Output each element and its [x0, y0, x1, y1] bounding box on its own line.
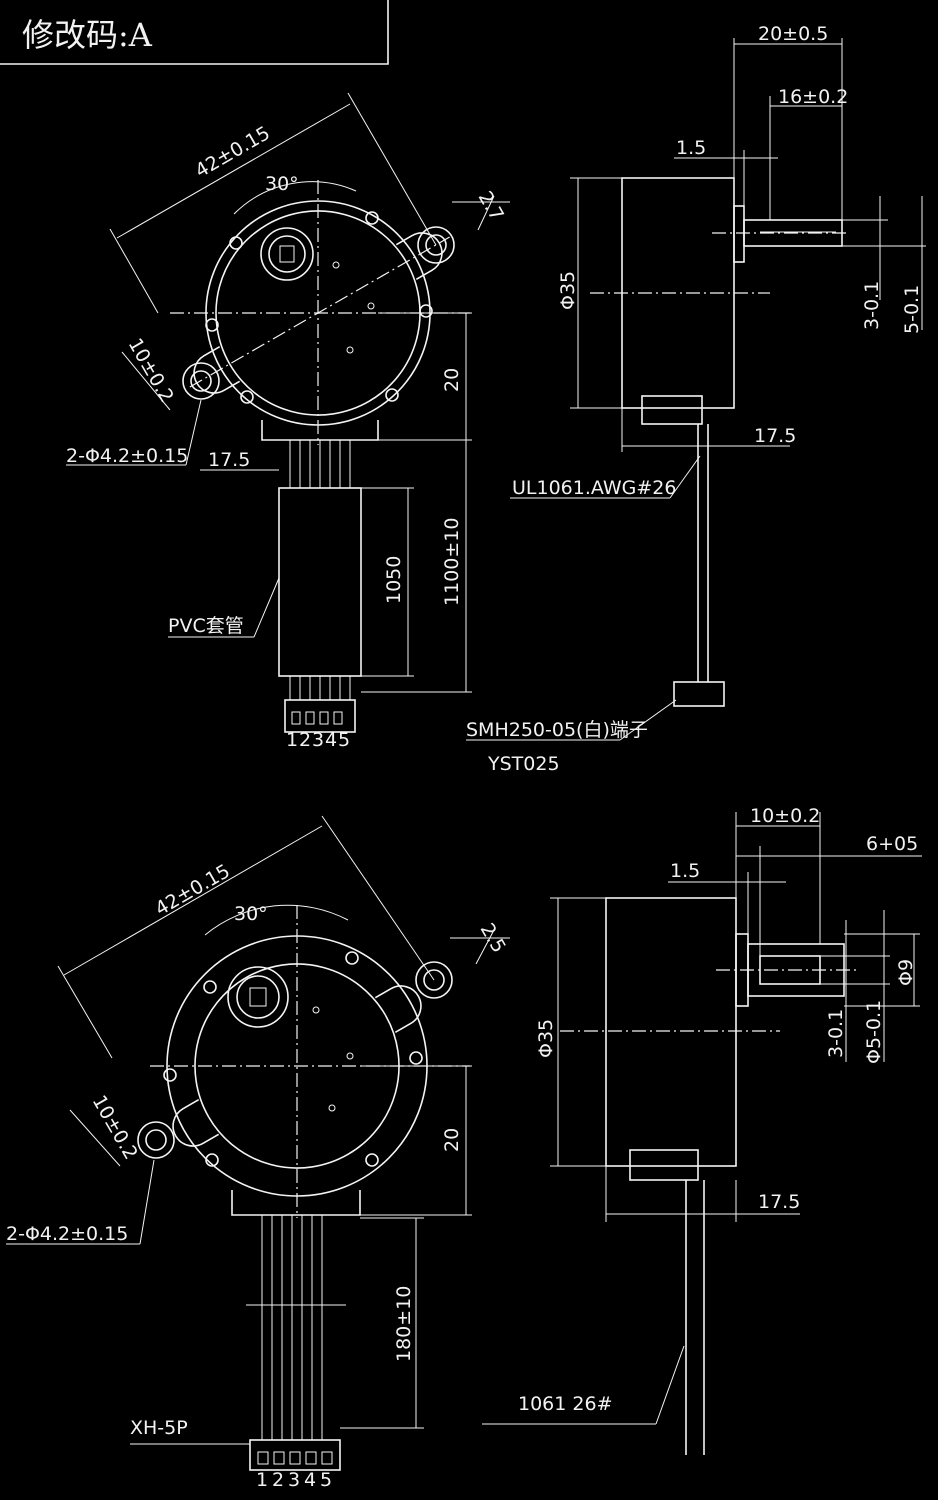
view-a-connector-line1: SMH250-05(白)端子	[466, 719, 648, 741]
view-b-flat-length: 6+05	[866, 833, 918, 855]
view-a-pin-3: 3	[312, 729, 324, 751]
dim-angle-a: 30°	[233, 173, 357, 215]
dim-sleeve-a: 1050	[361, 487, 414, 677]
view-b-center-dim: 20	[441, 1128, 463, 1152]
view-a-sleeve-label: PVC套管	[168, 615, 244, 637]
dim-diameters-b: Φ9 3-0.1 Φ5-0.1	[820, 910, 920, 1064]
dim-overall-a: 20±0.5	[733, 23, 843, 220]
view-b-ear-width: 10±0.2	[88, 1092, 142, 1164]
dim-wire-offset-b: 17.5	[605, 1166, 800, 1222]
wire-spec-label-b: 1061 26#	[482, 1345, 685, 1425]
view-a-wire-offset: 17.5	[754, 425, 796, 447]
view-a-pin-4: 4	[325, 729, 337, 751]
view-b-pin-3: 3	[288, 1469, 300, 1491]
dim-width-a: 42±0.15	[109, 92, 437, 314]
dim-wire-exit-a: 17.5	[200, 449, 279, 471]
dim-flat-length-b: 6+05	[736, 833, 922, 956]
dim-width-b: 42±0.15	[57, 815, 435, 1059]
view-a-body-diameter: Φ35	[557, 271, 579, 310]
view-a-pin-2: 2	[299, 729, 311, 751]
view-a-wire-exit: 17.5	[208, 449, 250, 471]
view-b-pin-5: 5	[320, 1469, 332, 1491]
view-a-overall: 20±0.5	[758, 23, 828, 45]
dim-holes-b: 2-Φ4.2±0.15	[6, 1159, 155, 1245]
view-b-boss-diameter: Φ9	[895, 959, 917, 986]
view-b-side: 10±0.2 6+05 1.5 Φ35 Φ9 3-0.1	[482, 805, 922, 1455]
view-a-ear-width: 10±0.2	[124, 335, 178, 407]
view-a-sleeve-length: 1050	[383, 556, 405, 604]
motor-front-outline-a	[170, 180, 470, 445]
motor-side-outline-b	[560, 897, 858, 1455]
view-b-flange: 1.5	[670, 860, 700, 882]
connector-label-b: XH-5P	[130, 1417, 250, 1445]
dim-body-a: Φ35	[557, 177, 622, 409]
pin-numbers-a: 1 2 3 4 5	[286, 729, 350, 751]
lead-wires-a	[278, 440, 362, 733]
dim-wire-offset-a: 17.5	[621, 408, 796, 452]
dim-lead-a: 1100±10	[361, 440, 472, 693]
view-b-holes: 2-Φ4.2±0.15	[6, 1223, 128, 1245]
view-b-flat: 3-0.1	[825, 1009, 847, 1058]
view-b-front: 42±0.15 30° 2.5 10±0.2 2-Φ4.2±0.15 20	[6, 815, 510, 1491]
view-b-pin-4: 4	[304, 1469, 316, 1491]
view-b-pin-1: 1	[256, 1469, 268, 1491]
connector-label-a: SMH250-05(白)端子 YST025	[466, 699, 677, 775]
view-a-width-dim: 42±0.15	[192, 122, 274, 182]
motor-front-outline-b	[137, 905, 470, 1218]
dim-center-b: 20	[360, 1065, 472, 1216]
pin-numbers-b: 1 2 3 4 5	[256, 1469, 332, 1491]
view-a-shaft-diameter: 5-0.1	[901, 285, 923, 334]
view-a-flat: 3-0.1	[861, 281, 883, 330]
title-block: 修改码:A	[0, 0, 389, 65]
dim-lead-b: 180±10	[340, 1217, 424, 1429]
view-a-ear-height: 2.7	[474, 188, 508, 225]
view-a-flange: 1.5	[676, 137, 706, 159]
title-block-label: 修改码:A	[22, 16, 153, 54]
dim-shaft-b: 10±0.2	[735, 805, 821, 944]
view-a-pin-1: 1	[286, 729, 298, 751]
view-b-width-dim: 42±0.15	[152, 860, 234, 920]
lead-wires-b	[246, 1215, 346, 1471]
sleeve-label-a: PVC套管	[168, 577, 280, 638]
dim-flat-a: 3-0.1 5-0.1	[842, 196, 926, 334]
view-a-front: 42±0.15 30° 2.7 10±0.2 2-Φ4.2±0.15 17.5 …	[66, 92, 510, 751]
wire-spec-label-a: UL1061.AWG#26	[510, 455, 701, 499]
dim-angle-b: 30°	[204, 903, 349, 936]
dim-shaft-a: 16±0.2	[769, 86, 848, 220]
view-a-pin-5: 5	[338, 729, 350, 751]
view-b-lead-length: 180±10	[393, 1286, 415, 1362]
view-a-connector-line2: YST025	[487, 753, 560, 775]
dim-center-a: 20	[378, 312, 472, 441]
view-a-wire-spec: UL1061.AWG#26	[512, 477, 676, 499]
view-a-side: 20±0.5 16±0.2 1.5 Φ35 3-0.1 5-0.1	[466, 23, 926, 775]
view-a-holes: 2-Φ4.2±0.15	[66, 445, 188, 467]
view-b-wire-spec: 1061 26#	[518, 1393, 613, 1415]
view-b-shaft-diameter: Φ5-0.1	[863, 1000, 885, 1064]
view-b-wire-offset: 17.5	[758, 1191, 800, 1213]
view-b-body-diameter: Φ35	[535, 1019, 557, 1058]
view-b-angle: 30°	[234, 903, 268, 925]
motor-side-outline-a	[590, 177, 848, 707]
view-a-angle: 30°	[265, 173, 299, 195]
view-a-center-dim: 20	[441, 368, 463, 392]
dim-body-b: Φ35	[535, 897, 606, 1167]
dim-flange-b: 1.5	[668, 860, 786, 934]
view-a-lead-length: 1100±10	[441, 518, 463, 606]
view-b-ear-height: 2.5	[476, 920, 510, 957]
view-a-shaft-length: 16±0.2	[778, 86, 848, 108]
view-b-pin-2: 2	[272, 1469, 284, 1491]
view-b-connector: XH-5P	[130, 1417, 188, 1439]
dim-holes-a: 2-Φ4.2±0.15	[66, 399, 202, 467]
dim-flange-a: 1.5	[674, 137, 778, 206]
view-b-shaft-length: 10±0.2	[750, 805, 820, 827]
